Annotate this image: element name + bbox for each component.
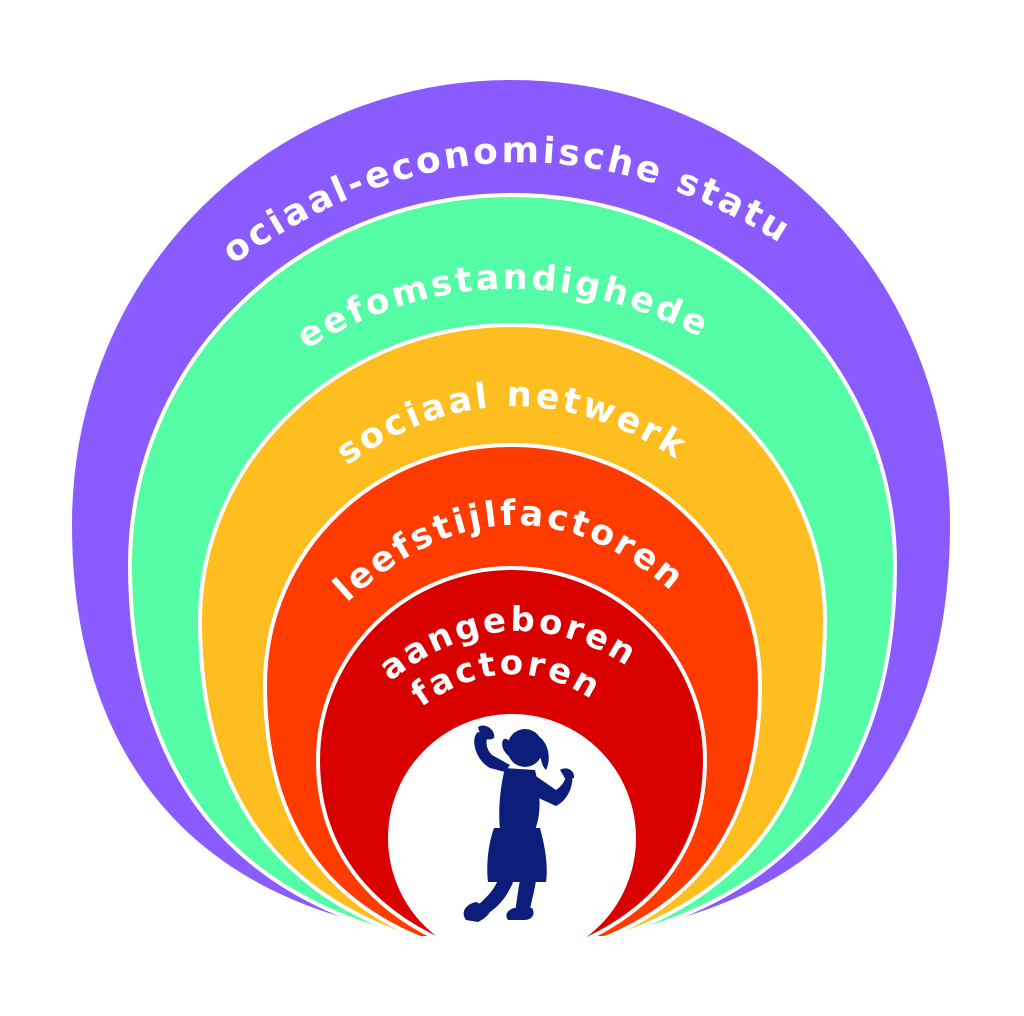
child-silhouette-icon [463, 725, 575, 922]
